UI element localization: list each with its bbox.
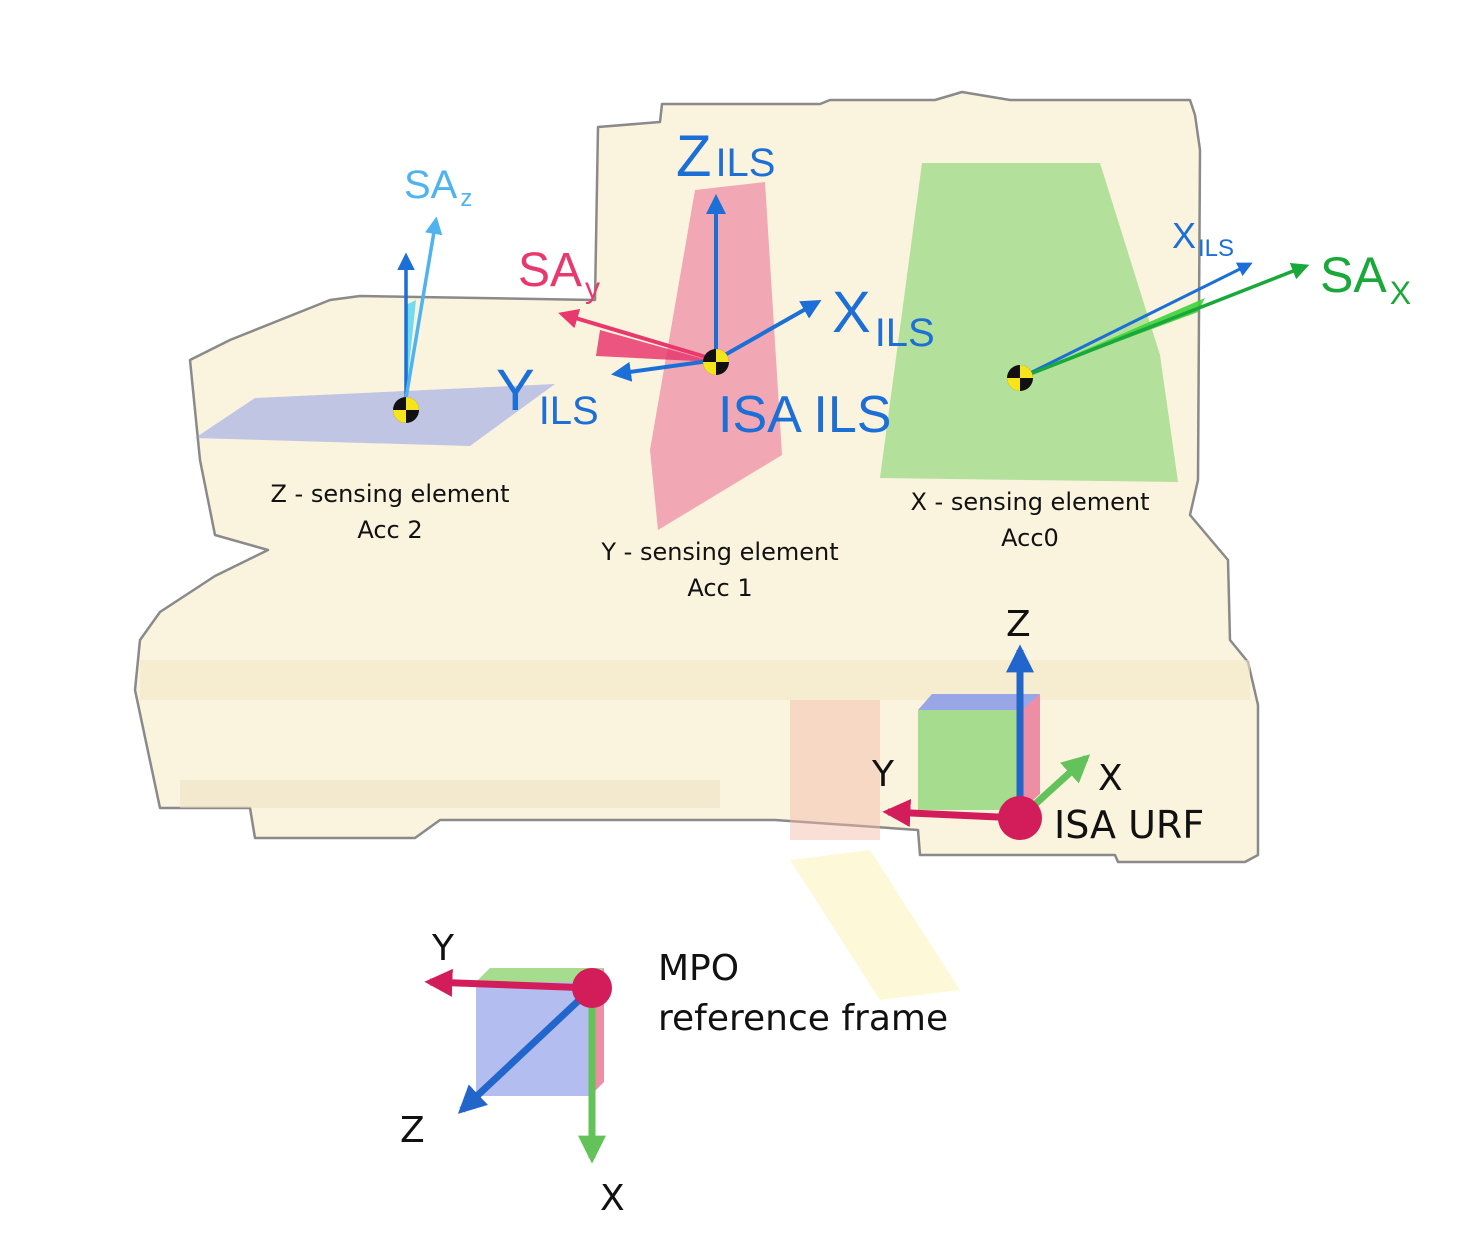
urf-y-arrow bbox=[882, 799, 1021, 828]
x-element-ils-x-label: XILS bbox=[1172, 215, 1234, 262]
z-sensing-element-title: Z - sensing element bbox=[270, 480, 509, 508]
urf-origin-label: ISA URF bbox=[1054, 803, 1204, 847]
ils-y-arrow bbox=[611, 358, 717, 382]
sa-y-arrow bbox=[558, 308, 717, 362]
sa-x-arrow bbox=[1019, 262, 1310, 380]
mpo-y-label: Y bbox=[431, 928, 455, 969]
ils-center-marker bbox=[703, 349, 729, 375]
x-sensing-element-caption: X - sensing element Acc0 bbox=[910, 488, 1149, 552]
sa-x-label: SAX bbox=[1320, 247, 1411, 311]
instrument-shading-lower bbox=[180, 780, 720, 808]
x-element-center-marker bbox=[1007, 365, 1033, 391]
y-sensing-element-caption: Y - sensing element Acc 1 bbox=[600, 538, 838, 602]
z-sensing-element-caption: Z - sensing element Acc 2 bbox=[270, 480, 509, 544]
urf-cube-side bbox=[1022, 694, 1040, 810]
sa-z-arrow bbox=[404, 216, 443, 399]
mpo-cube-top bbox=[476, 968, 604, 982]
sa-x-angle-wedge bbox=[1020, 298, 1205, 378]
urf-x-label: X bbox=[1098, 758, 1123, 799]
x-sensing-element-title: X - sensing element bbox=[910, 488, 1149, 516]
urf-cube-front bbox=[918, 710, 1022, 810]
remove-before-flight-tag bbox=[790, 850, 960, 1000]
mpo-x-label: X bbox=[600, 1178, 625, 1219]
sa-y-angle-wedge bbox=[596, 330, 715, 362]
mpo-reference-frame: Y Z X MPO reference frame bbox=[400, 928, 948, 1219]
x-element-ils-x-arrow bbox=[1019, 262, 1253, 380]
mpo-y-arrow bbox=[424, 968, 593, 997]
urf-z-label: Z bbox=[1006, 604, 1031, 645]
y-sensing-element-acc: Acc 1 bbox=[687, 574, 752, 602]
isa-urf-frame: Z Y X ISA URF bbox=[871, 604, 1204, 847]
x-sensing-plane bbox=[880, 163, 1178, 482]
y-sensing-element-title: Y - sensing element bbox=[600, 538, 838, 566]
mpo-title-line2: reference frame bbox=[658, 998, 948, 1039]
z-sensing-element-acc: Acc 2 bbox=[357, 516, 422, 544]
mpo-origin-dot bbox=[572, 968, 612, 1008]
instrument-shading bbox=[140, 660, 1250, 700]
mpo-title-line1: MPO bbox=[658, 948, 739, 989]
instrument-cable bbox=[790, 700, 880, 840]
z-element-center-marker bbox=[393, 397, 419, 423]
mpo-z-arrow bbox=[457, 985, 595, 1114]
ils-x-arrow bbox=[715, 300, 822, 362]
z-sensing-plane bbox=[195, 384, 555, 446]
urf-y-label: Y bbox=[871, 754, 895, 795]
mpo-z-label: Z bbox=[400, 1110, 425, 1151]
x-sensing-element-acc: Acc0 bbox=[1001, 524, 1059, 552]
urf-cube-top bbox=[918, 694, 1040, 710]
sa-z-angle-wedge bbox=[406, 300, 416, 395]
urf-origin-dot bbox=[998, 796, 1042, 840]
isa-ils-origin-label: ISA ILS bbox=[718, 386, 891, 444]
